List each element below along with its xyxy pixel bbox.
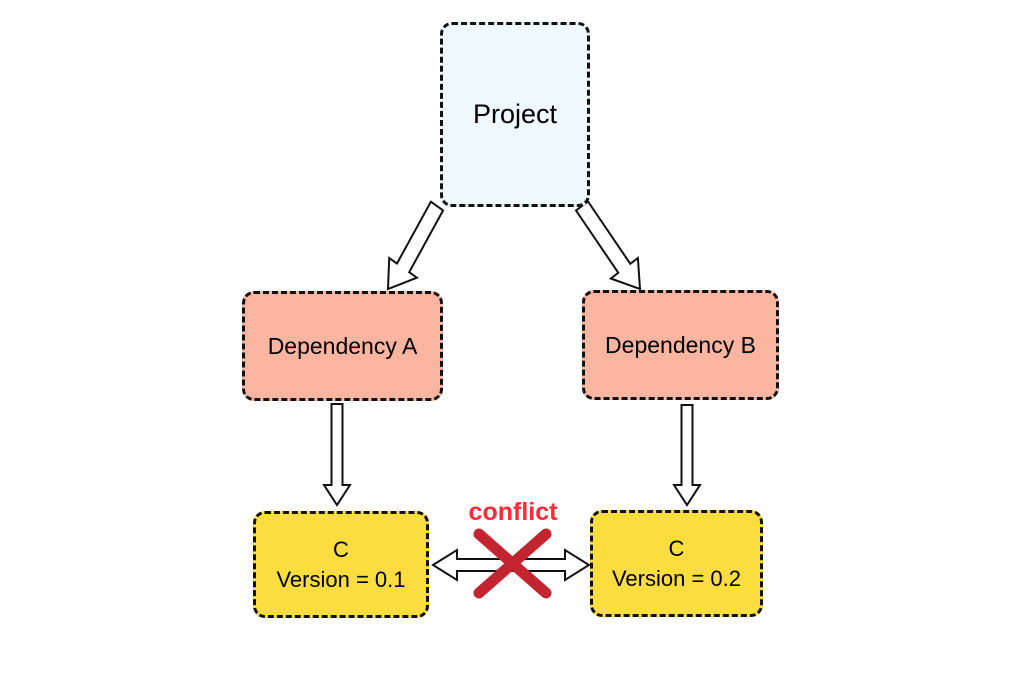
node-c-version-02: C Version = 0.2: [590, 510, 763, 617]
node-dependency-b-label: Dependency B: [605, 331, 756, 358]
arrow-project-to-dep-b: [574, 200, 642, 291]
node-c2-label: C: [668, 535, 685, 561]
node-c2-version: Version = 0.2: [611, 565, 742, 591]
conflict-label: conflict: [468, 498, 558, 526]
node-project-label: Project: [472, 99, 558, 129]
node-c-version-01: C Version = 0.1: [253, 511, 429, 618]
arrow-project-to-dep-a: [386, 200, 445, 291]
node-project: Project: [440, 22, 590, 207]
arrow-dep-b-to-c2: [672, 404, 702, 507]
arrow-dep-a-to-c1: [322, 403, 352, 507]
node-dependency-b: Dependency B: [582, 290, 779, 400]
node-c1-label: C: [333, 536, 349, 562]
node-dependency-a-label: Dependency A: [267, 332, 418, 359]
node-c1-version: Version = 0.1: [276, 566, 406, 592]
conflict-x-icon: [473, 528, 552, 599]
node-dependency-a: Dependency A: [242, 291, 443, 401]
